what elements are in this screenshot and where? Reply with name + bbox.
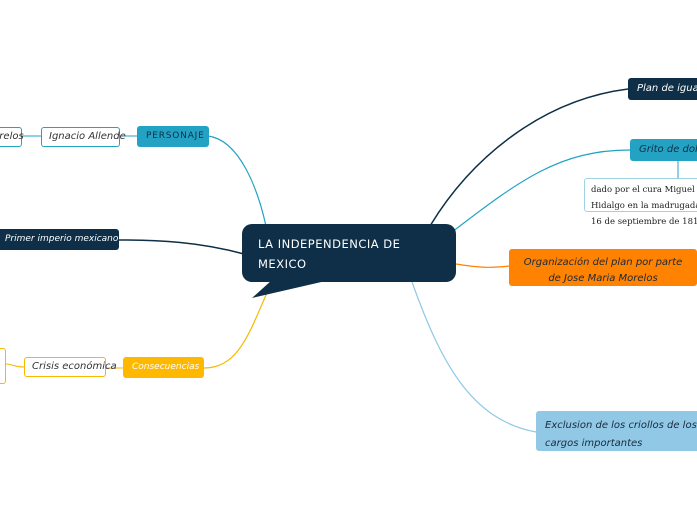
node-morelos-label: Jose Maria Morelos [0,131,24,142]
central-node-tail [252,280,330,298]
node-plan-iguala[interactable]: Plan de iguala [628,78,697,100]
node-grito-detail-text: dado por el cura Miguel Hidalgo en la ma… [591,185,697,227]
node-exclusion[interactable]: Exclusion de los criollos de los cargos … [536,411,697,451]
link-grito-dolores [451,149,631,233]
node-ignacio-allende[interactable]: Ignacio Allende [41,127,126,147]
link-primer-imperio [117,239,245,255]
link-plan-iguala [429,88,629,227]
node-consecuencias[interactable]: Consecuencias [123,357,204,378]
central-topic[interactable]: LA INDEPENDENCIA DE MEXICO [242,224,456,282]
node-grito-dolores-label: Grito de dolores [639,144,697,155]
node-plan-iguala-label: Plan de iguala [637,83,697,94]
central-topic-title: LA INDEPENDENCIA DE MEXICO [258,237,401,271]
node-crisis-label: Crisis económica [32,361,117,372]
link-personaje [207,135,267,227]
link-exclusion [411,281,537,433]
link-organizacion [455,263,511,268]
node-primer-imperio[interactable]: Primer imperio mexicano [0,229,119,250]
link-consecuencias [203,285,271,369]
node-personaje[interactable]: PERSONAJE [137,126,209,147]
node-organizacion[interactable]: Organización del plan por parte de Jose … [509,249,697,286]
node-primer-imperio-label: Primer imperio mexicano [5,234,119,244]
node-exclusion-label: Exclusion de los criollos de los cargos … [545,420,697,449]
node-ignacio-allende-label: Ignacio Allende [49,131,126,142]
node-crisis[interactable]: Crisis económica [24,357,117,377]
node-consecuencias-label: Consecuencias [132,362,200,372]
link-crisis-child [5,363,25,368]
node-crisis-child[interactable] [0,348,6,384]
node-grito-detail[interactable]: dado por el cura Miguel Hidalgo en la ma… [584,178,697,227]
node-organizacion-label: Organización del plan por parte de Jose … [523,257,683,284]
node-grito-dolores[interactable]: Grito de dolores [630,139,697,161]
node-personaje-label: PERSONAJE [146,131,205,141]
node-morelos[interactable]: Jose Maria Morelos [0,127,24,147]
